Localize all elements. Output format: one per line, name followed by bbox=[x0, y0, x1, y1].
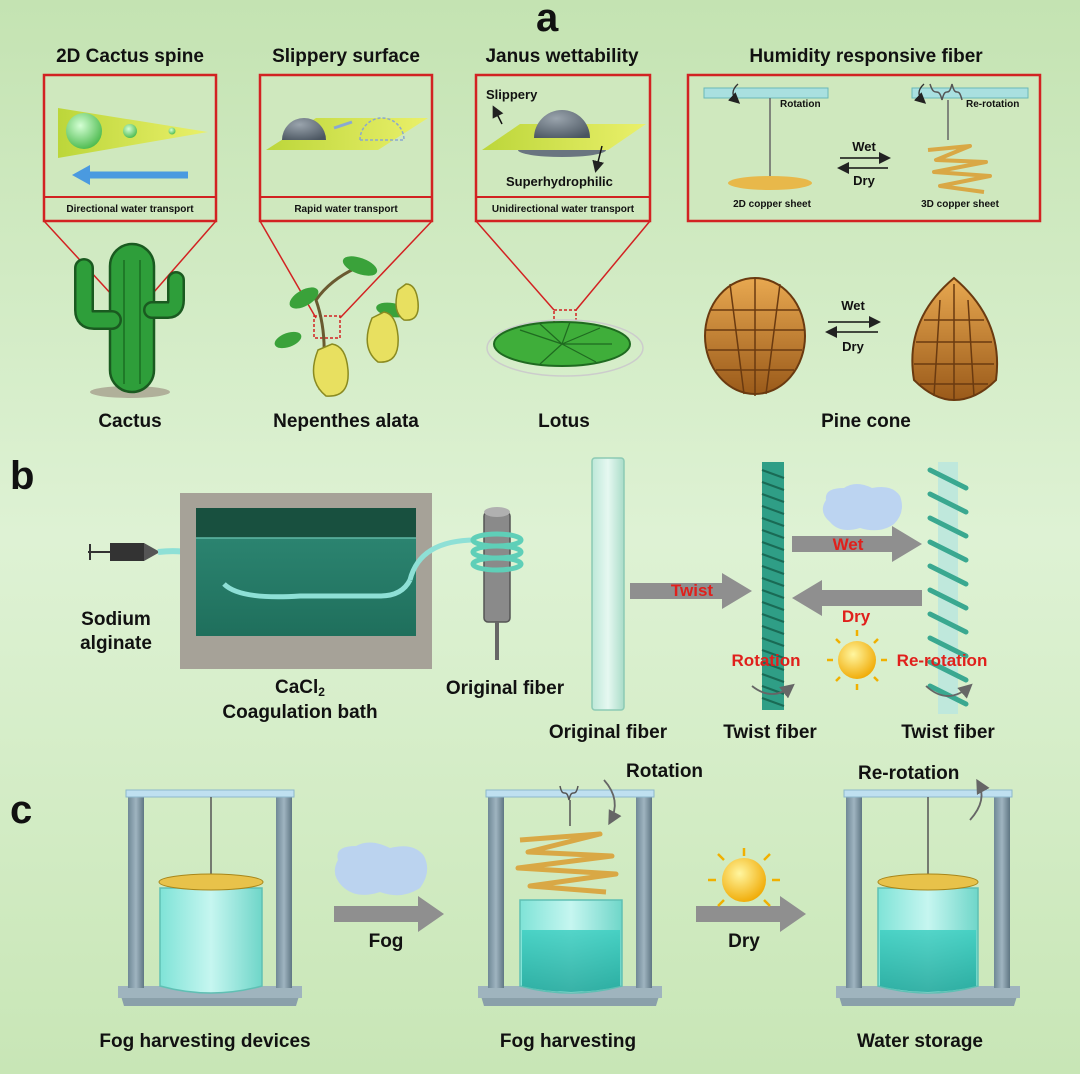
large-droplet bbox=[66, 113, 102, 149]
dry-arrow bbox=[792, 580, 922, 616]
title-janus-wettability: Janus wettability bbox=[485, 46, 639, 67]
cactus-plant bbox=[74, 242, 185, 398]
fog-device-harvesting bbox=[478, 779, 662, 1006]
pine-label-wet: Wet bbox=[841, 298, 865, 313]
label-dry-c: Dry bbox=[728, 931, 760, 952]
label-alginate: alginate bbox=[80, 633, 152, 654]
fiber-box bbox=[686, 73, 1042, 223]
panel-c-artwork bbox=[118, 778, 1020, 1006]
organism-pine-cone: Pine cone bbox=[821, 411, 911, 432]
fiber-out bbox=[407, 537, 477, 581]
coiled-fiber bbox=[929, 83, 963, 101]
label-rotation-c: Rotation bbox=[626, 761, 704, 782]
organism-lotus: Lotus bbox=[538, 411, 590, 432]
label-slippery: Slippery bbox=[486, 87, 538, 102]
water-dome bbox=[282, 118, 326, 140]
fiber-label-3d-sheet: 3D copper sheet bbox=[921, 199, 999, 210]
label-rotation-b: Rotation bbox=[731, 651, 801, 670]
medium-droplet bbox=[123, 124, 137, 138]
flat-copper-sheet bbox=[728, 176, 812, 190]
label-sodium: Sodium bbox=[81, 609, 151, 630]
panel-b-artwork bbox=[88, 457, 973, 714]
syringe bbox=[88, 543, 160, 561]
title-slippery-surface: Slippery surface bbox=[272, 46, 420, 67]
fog-cloud-c bbox=[334, 842, 428, 896]
fog-device-empty bbox=[118, 789, 302, 1006]
caption-directional: Directional water transport bbox=[66, 204, 194, 215]
label-twist-fiber-2: Twist fiber bbox=[901, 722, 995, 743]
label-rerotation-c: Re-rotation bbox=[858, 763, 960, 784]
label-fog: Fog bbox=[368, 931, 404, 952]
label-twist-fiber-1: Twist fiber bbox=[723, 722, 817, 743]
panel-b-letter: b bbox=[10, 454, 35, 498]
pine-cone-closed bbox=[911, 276, 998, 402]
sun-icon bbox=[827, 630, 887, 690]
twist-arrow bbox=[630, 573, 752, 609]
caption-unidirectional: Unidirectional water transport bbox=[491, 204, 635, 215]
label-coagulation-bath: Coagulation bath bbox=[222, 702, 378, 723]
fiber-label-rotation: Rotation bbox=[780, 99, 821, 110]
label-fog-harvesting: Fog harvesting bbox=[499, 1031, 637, 1052]
fiber-label-wet: Wet bbox=[852, 139, 876, 154]
panel-a-letter: a bbox=[536, 0, 559, 40]
title-humidity-fiber: Humidity responsive fiber bbox=[749, 46, 983, 67]
label-fog-devices: Fog harvesting devices bbox=[99, 1031, 311, 1052]
caption-rapid: Rapid water transport bbox=[294, 204, 398, 215]
fog-cloud-b bbox=[822, 484, 902, 531]
label-original-fiber: Original fiber bbox=[548, 722, 668, 743]
fiber-rod-right bbox=[911, 87, 1029, 99]
twist-fiber-2 bbox=[925, 462, 973, 714]
curled-copper-sheet bbox=[927, 144, 992, 194]
panel-c-letter: c bbox=[10, 788, 33, 832]
title-cactus-spine: 2D Cactus spine bbox=[56, 46, 204, 67]
twist-fiber-1 bbox=[751, 462, 795, 710]
small-droplet bbox=[168, 127, 176, 135]
label-water-storage: Water storage bbox=[857, 1031, 983, 1052]
pine-cone-open bbox=[704, 277, 806, 396]
spool bbox=[470, 507, 524, 660]
dry-arrow-c bbox=[696, 896, 806, 932]
wet-arrow bbox=[792, 526, 922, 562]
label-twist: Twist bbox=[670, 581, 714, 600]
fog-arrow bbox=[334, 896, 444, 932]
label-cacl2: CaCl2 bbox=[275, 677, 325, 699]
lotus-leaf bbox=[486, 319, 644, 377]
original-fiber-tube bbox=[591, 457, 625, 711]
organism-cactus: Cactus bbox=[98, 411, 162, 432]
fiber-rod-left bbox=[703, 87, 829, 99]
label-wet-b: Wet bbox=[832, 535, 864, 554]
coagulation-bath bbox=[180, 493, 432, 669]
janus-dome bbox=[534, 110, 590, 138]
sun-icon-c bbox=[708, 848, 780, 907]
panel-a-artwork bbox=[42, 73, 1042, 402]
pine-label-dry: Dry bbox=[842, 339, 864, 354]
fog-device-storage bbox=[836, 778, 1020, 1006]
nepenthes-plant bbox=[274, 256, 419, 397]
label-original-fiber-spool: Original fiber bbox=[445, 678, 565, 699]
label-superhydrophilic: Superhydrophilic bbox=[506, 174, 613, 189]
organism-nepenthes: Nepenthes alata bbox=[273, 411, 419, 432]
label-dry-b: Dry bbox=[841, 607, 871, 626]
label-rerotation-b: Re-rotation bbox=[896, 651, 988, 670]
fiber-label-2d-sheet: 2D copper sheet bbox=[733, 199, 811, 210]
moved-dome-outline bbox=[359, 117, 405, 141]
fiber-label-dry: Dry bbox=[853, 173, 875, 188]
fiber-label-rerotation: Re-rotation bbox=[966, 99, 1020, 110]
